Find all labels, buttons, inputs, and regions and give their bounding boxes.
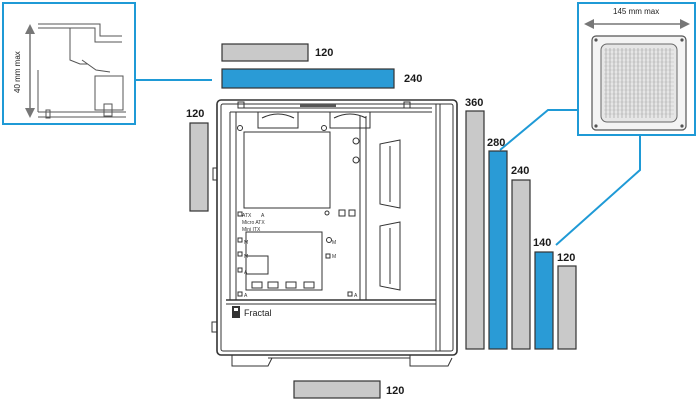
radiator-bar-top-240 <box>221 68 395 89</box>
board-label-atx: ATX <box>242 213 252 219</box>
radiator-icon <box>591 35 687 131</box>
radiator-bar-side-120 <box>557 265 577 350</box>
top-section-drawing <box>37 23 126 119</box>
radiator-bar-side-140 <box>534 251 554 350</box>
case-brand: Fractal <box>244 308 272 318</box>
top-clearance-callout: 40 mm max <box>2 2 136 125</box>
double-arrow-vertical-icon <box>25 24 35 118</box>
board-label-mini-itx: Mini ITX <box>242 227 261 233</box>
callout-line-front <box>555 135 641 246</box>
case-drawing <box>211 99 458 367</box>
radiator-bar-left-120 <box>189 122 209 212</box>
front-width-label: 145 mm max <box>613 7 659 16</box>
radiator-bar-bottom-120 <box>293 380 381 399</box>
standoff-letter-m4: M <box>244 254 248 260</box>
label-bottom-120: 120 <box>386 385 404 397</box>
label-top-120: 120 <box>315 47 333 59</box>
fractal-logo-icon <box>232 306 240 318</box>
callout-line-front-280 <box>499 109 578 151</box>
label-top-240: 240 <box>404 73 422 85</box>
radiator-bar-side-280 <box>488 150 508 350</box>
standoff-letter-a1: A <box>261 213 265 219</box>
standoff-letter-a2: A <box>244 270 248 276</box>
top-clearance-label: 40 mm max <box>13 51 22 93</box>
standoff-letter-m3: M <box>244 240 248 246</box>
radiator-bar-side-240 <box>511 179 531 350</box>
label-side-240: 240 <box>511 165 529 177</box>
label-left-120: 120 <box>186 108 204 120</box>
board-label-micro-atx: Micro ATX <box>242 220 265 226</box>
standoff-letter-m2: M <box>332 254 336 260</box>
label-side-280: 280 <box>487 137 505 149</box>
standoff-letter-a3: A <box>244 293 248 299</box>
standoff-letter-m1: M <box>332 240 336 246</box>
front-width-callout: 145 mm max <box>577 2 696 136</box>
label-side-120: 120 <box>557 252 575 264</box>
radiator-bar-side-360 <box>465 110 485 350</box>
standoff-letter-a4: A <box>354 293 358 299</box>
label-side-140: 140 <box>533 237 551 249</box>
radiator-bar-top-120 <box>221 43 309 62</box>
label-side-360: 360 <box>465 97 483 109</box>
double-arrow-horizontal-icon <box>584 19 690 29</box>
